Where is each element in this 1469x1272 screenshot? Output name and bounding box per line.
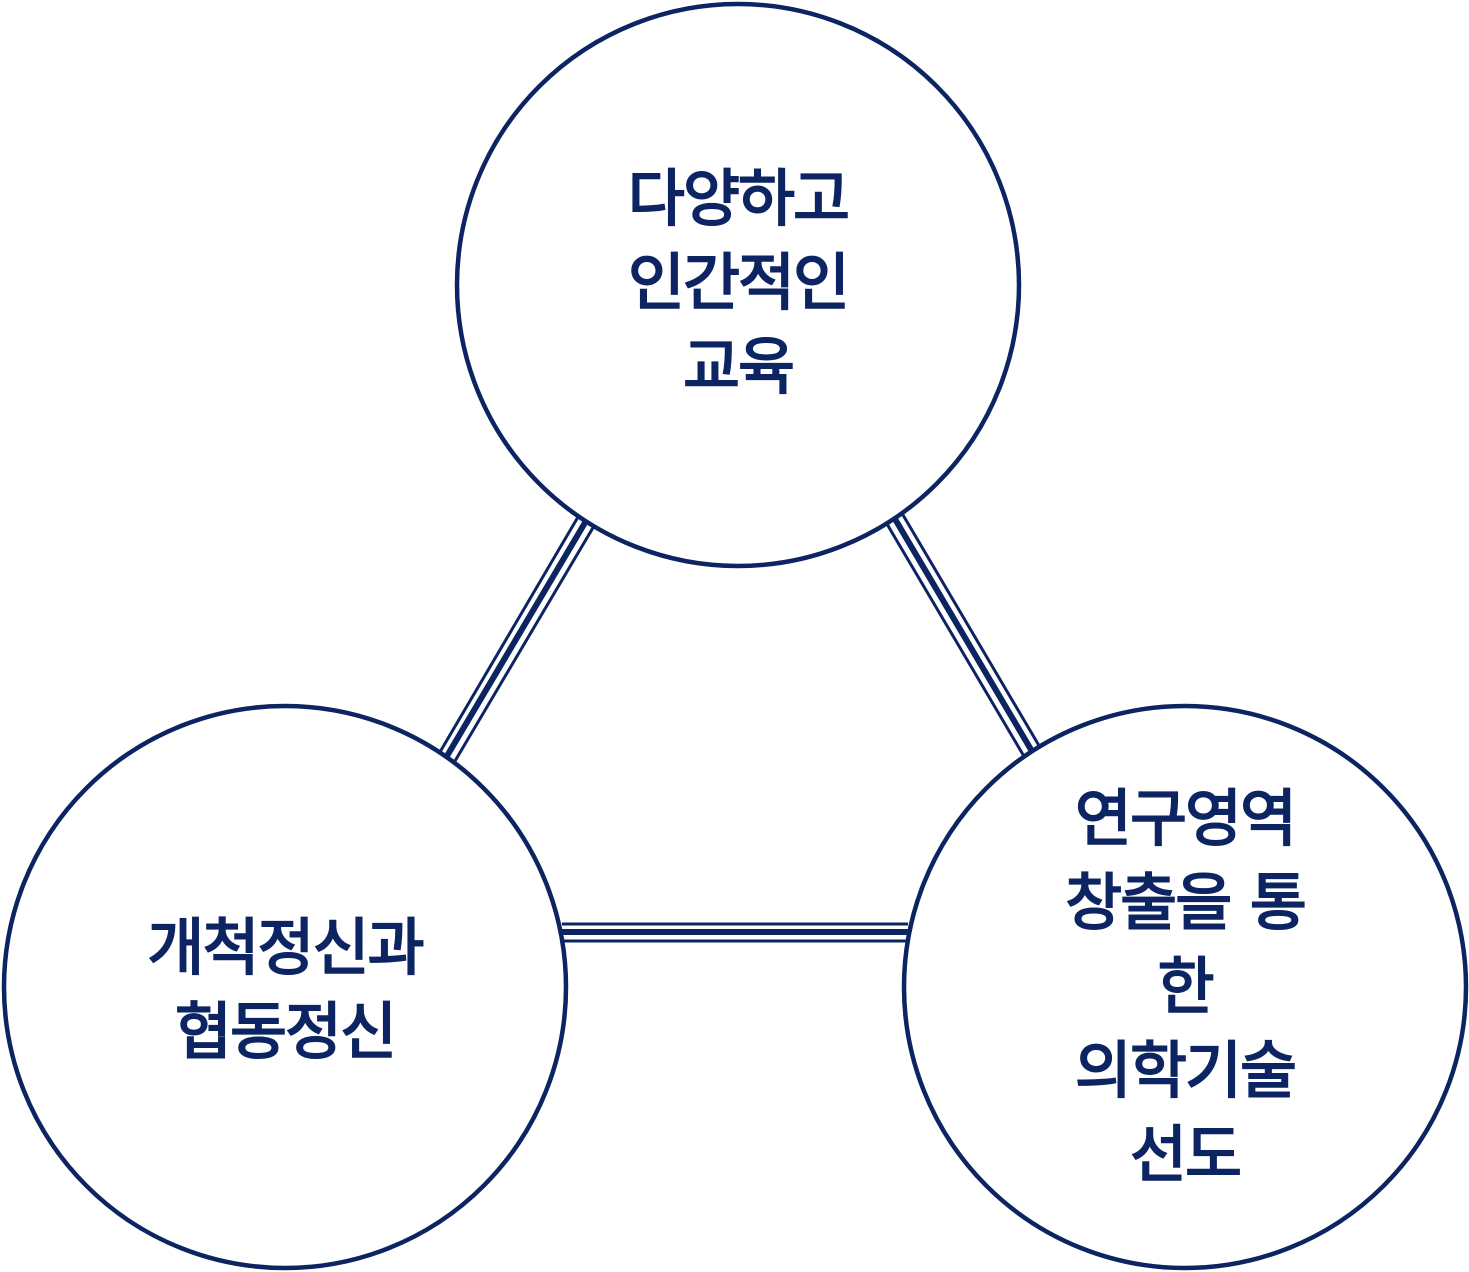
node-circle-top [454, 1, 1022, 569]
node-circle-left [1, 703, 569, 1271]
node-label-right: 연구영역 창출을 통한 의학기술 선도 [1065, 782, 1307, 1191]
connector-top-right [885, 514, 1043, 759]
node-label-top: 다양하고 인간적인 교육 [627, 162, 850, 403]
node-circle-right [901, 703, 1469, 1271]
connector-top-left [438, 516, 596, 762]
connector-left-right [562, 922, 908, 943]
node-label-left: 개척정신과 협동정신 [147, 911, 424, 1068]
